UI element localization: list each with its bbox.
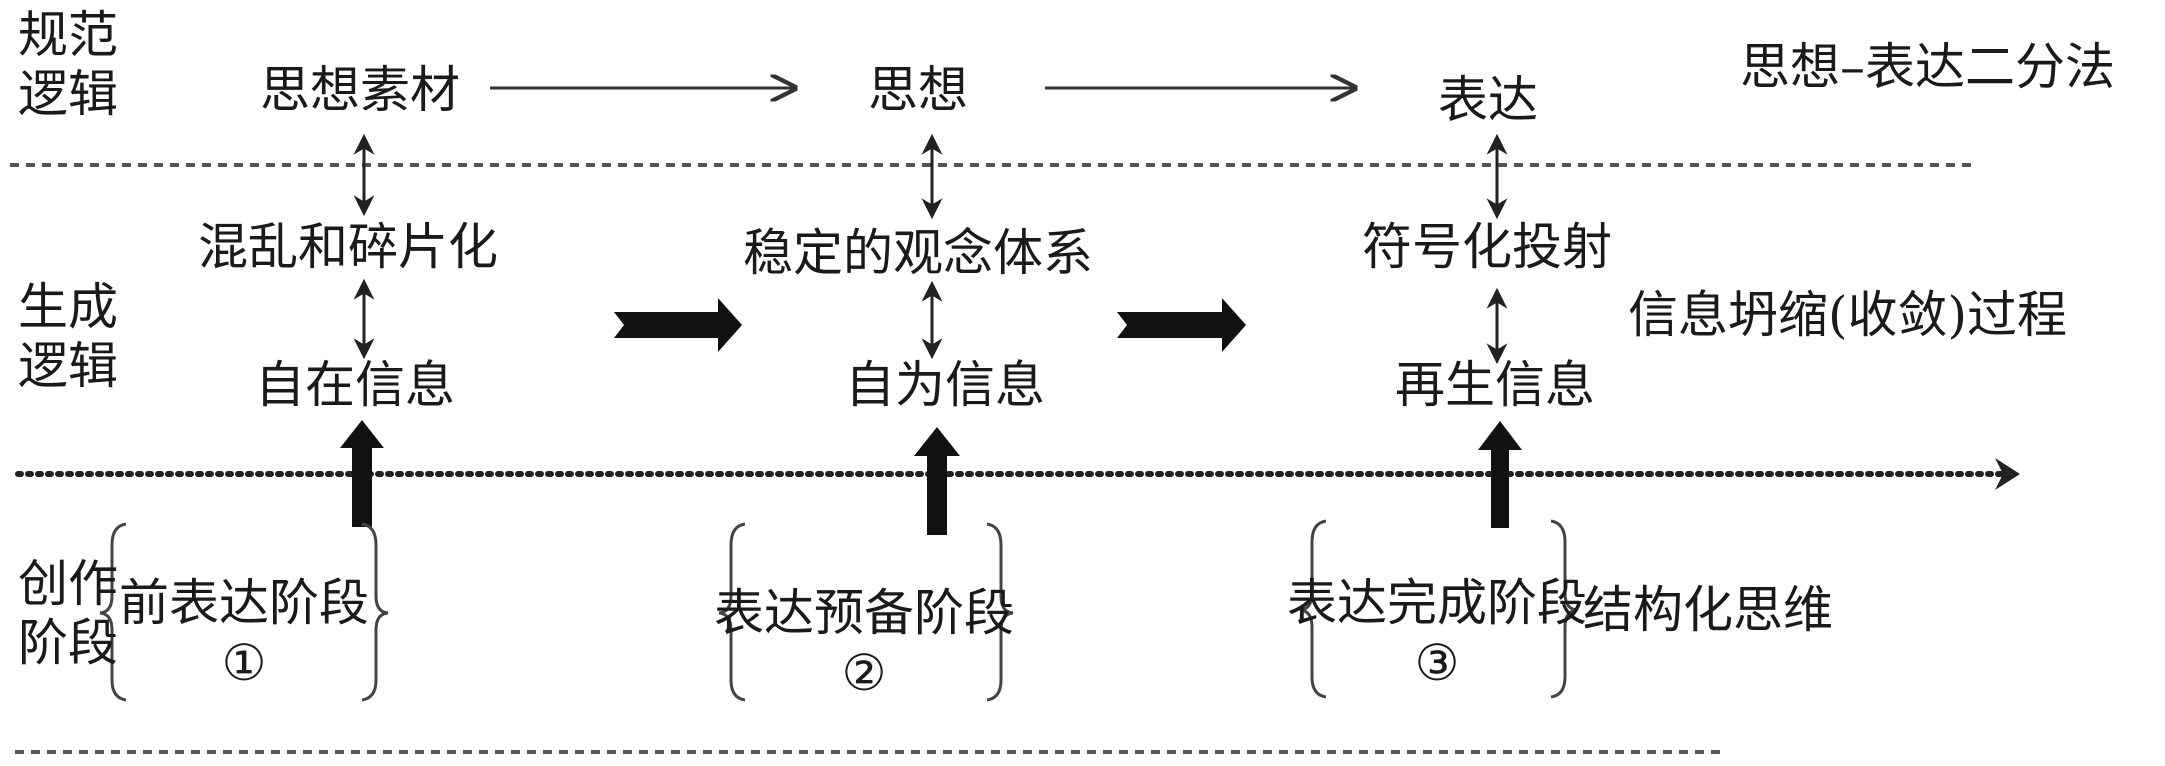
block-arrow-up-2-icon [914, 427, 960, 535]
block-arrow-up-3-icon [1478, 421, 1522, 528]
annotation-structured-thinking: 结构化思维 [1583, 581, 1833, 639]
node-regenerated-info: 再生信息 [1395, 356, 1595, 414]
node-chaotic-fragmented: 混乱和碎片化 [198, 218, 498, 276]
stage-2: 表达预备阶段 ② [714, 588, 1014, 698]
node-symbolic-projection: 符号化投射 [1362, 218, 1612, 276]
brace-close-2 [986, 522, 1014, 702]
stage-3-name: 表达完成阶段 [1287, 574, 1587, 632]
row-label-generative-logic: 生成 逻辑 [18, 278, 118, 395]
row-label-creation-stage: 创作 阶段 [18, 555, 118, 672]
node-stable-concept-system: 稳定的观念体系 [743, 224, 1093, 282]
stage-2-number: ② [841, 644, 887, 702]
stage-3-number: ③ [1414, 634, 1460, 692]
node-thought-material: 思想素材 [260, 61, 460, 119]
node-thought: 思想 [868, 61, 968, 119]
block-arrow-up-1-icon [340, 420, 384, 527]
brace-close-3 [1550, 519, 1578, 699]
brace-open-3 [1299, 519, 1327, 699]
node-info-for-itself: 自为信息 [845, 356, 1045, 414]
annotation-information-collapse: 信息坍缩(收敛)过程 [1628, 286, 2068, 344]
brace-close-1 [361, 522, 389, 702]
node-info-in-itself: 自在信息 [255, 356, 455, 414]
node-expression: 表达 [1438, 71, 1538, 129]
stage-1: 前表达阶段 ① [119, 578, 369, 688]
brace-open-1 [99, 522, 127, 702]
brace-open-2 [718, 522, 746, 702]
stage-1-name: 前表达阶段 [119, 574, 369, 632]
block-arrow-right-2-icon [1117, 298, 1246, 352]
stage-1-number: ① [221, 634, 267, 692]
stage-3: 表达完成阶段 ③ [1287, 578, 1587, 688]
timeline-arrowhead-icon [1995, 458, 2020, 490]
annotation-idea-expression-dichotomy: 思想–表达二分法 [1740, 38, 2115, 96]
row-label-normative-logic: 规范 逻辑 [18, 6, 118, 123]
block-arrow-right-1-icon [614, 298, 742, 352]
stage-2-name: 表达预备阶段 [714, 584, 1014, 642]
